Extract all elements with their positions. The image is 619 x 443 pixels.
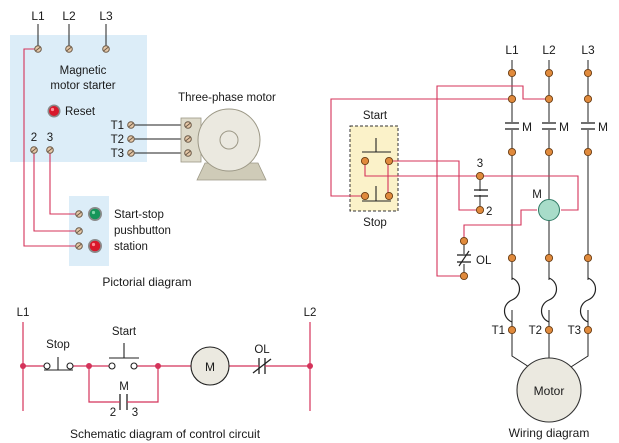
station-label-line2: pushbutton xyxy=(114,225,171,237)
contact-label-l2: M xyxy=(559,120,569,134)
magnetic-starter-panel xyxy=(10,35,147,162)
station-label-line3: station xyxy=(114,241,148,253)
three-phase-motor-label: Three-phase motor xyxy=(178,92,276,104)
reset-label: Reset xyxy=(65,106,96,118)
l1-to-stop-wire xyxy=(330,98,512,197)
pictorial-l3-label: L3 xyxy=(99,9,113,23)
start-right-terminal xyxy=(384,156,394,166)
wiring-l1-label: L1 xyxy=(505,43,519,57)
station-label-line1: Start-stop xyxy=(114,209,164,221)
wiring-aux-3-label: 3 xyxy=(477,158,483,170)
pictorial-t1-label: T1 xyxy=(111,120,124,132)
wiring-aux-2-label: 2 xyxy=(486,206,492,218)
wiring-ol-label: OL xyxy=(476,255,492,267)
wiring-t3-label: T3 xyxy=(568,325,581,337)
start-to-aux2-wire xyxy=(389,160,480,211)
aux-terminal-3 xyxy=(475,171,485,181)
aux-num-3: 3 xyxy=(132,407,138,419)
stop-pushbutton-symbol xyxy=(43,357,74,371)
overload-heaters-symbol xyxy=(503,277,597,323)
schematic-caption: Schematic diagram of control circuit xyxy=(70,427,261,441)
aux3-wire xyxy=(49,150,76,215)
ol-top-terminal xyxy=(459,236,469,246)
aux-contact-label: M xyxy=(119,381,129,393)
starter-title-line2: motor starter xyxy=(50,80,115,92)
wiring-t2-label: T2 xyxy=(529,325,542,337)
pictorial-t2-label: T2 xyxy=(111,134,124,146)
starter-title-line1: Magnetic xyxy=(60,65,107,77)
stop-wire xyxy=(23,48,76,247)
aux-contact-symbol xyxy=(119,394,128,410)
l2-terminal-icon xyxy=(65,45,73,53)
wiring-start-label: Start xyxy=(363,110,388,122)
wiring-l2-label: L2 xyxy=(542,43,556,57)
l1-terminal-icon xyxy=(34,45,42,53)
pictorial-t3-label: T3 xyxy=(111,148,124,160)
aux-terminal-2 xyxy=(475,205,485,215)
start-pushbutton-symbol xyxy=(108,343,139,370)
wiring-l3-label: L3 xyxy=(581,43,595,57)
wiring-motor-label: Motor xyxy=(534,384,565,398)
schematic-l1-label: L1 xyxy=(17,307,30,319)
schematic-l2-label: L2 xyxy=(304,307,317,319)
t3-terminal-icon xyxy=(127,149,135,157)
ol-bottom-terminal xyxy=(459,271,469,281)
t1-terminal-icon xyxy=(127,121,135,129)
coil-symbol xyxy=(190,346,230,386)
aux-2-label: 2 xyxy=(31,132,37,144)
stop-button[interactable] xyxy=(88,239,102,253)
l2-to-ol-wire xyxy=(436,85,549,277)
wiring-coil-symbol xyxy=(538,199,560,221)
main-contacts-symbol xyxy=(505,122,595,130)
schematic-stop-label: Stop xyxy=(46,339,70,351)
schematic-ol-label: OL xyxy=(254,344,270,356)
start-button[interactable] xyxy=(88,207,102,221)
pictorial-l2-label: L2 xyxy=(62,9,76,23)
aux-3-label: 3 xyxy=(47,132,53,144)
l3-terminal-icon xyxy=(102,45,110,53)
wiring-motor-symbol xyxy=(516,357,582,423)
wiring-stop-label: Stop xyxy=(363,217,387,229)
coil-label: M xyxy=(205,360,215,374)
aux-num-2: 2 xyxy=(110,407,116,419)
wiring-coil-label: M xyxy=(532,189,542,201)
wiring-t1-label: T1 xyxy=(492,325,505,337)
wiring-diagram: L1 L2 L3 M M M Star xyxy=(330,43,608,440)
schematic-diagram: L1 L2 Stop Start xyxy=(17,307,317,441)
three-phase-motor-icon xyxy=(180,108,267,181)
stop-right-terminal xyxy=(384,191,394,201)
stop-left-terminal xyxy=(360,191,370,201)
start-to-coil-wire xyxy=(364,161,579,211)
coil-to-ol-wire xyxy=(463,209,537,241)
station-terminal-1-icon xyxy=(75,210,83,218)
contact-label-l3: M xyxy=(598,120,608,134)
pictorial-diagram: L1 L2 L3 Magnetic motor starter Reset 2 … xyxy=(10,9,276,289)
station-terminal-2-icon xyxy=(75,227,83,235)
pictorial-caption: Pictorial diagram xyxy=(102,275,191,289)
contact-label-l1: M xyxy=(522,120,532,134)
wiring-caption: Wiring diagram xyxy=(509,426,590,440)
start-left-terminal xyxy=(360,156,370,166)
seal-in-branch xyxy=(88,366,116,403)
aux-2-terminal-icon xyxy=(30,146,38,154)
station-terminal-3-icon xyxy=(75,242,83,250)
aux-3-terminal-icon xyxy=(46,146,54,154)
t2-terminal-icon xyxy=(127,135,135,143)
pictorial-l1-label: L1 xyxy=(31,9,45,23)
aux2-wire xyxy=(33,150,76,232)
reset-button[interactable] xyxy=(47,104,61,118)
schematic-start-label: Start xyxy=(112,326,137,338)
